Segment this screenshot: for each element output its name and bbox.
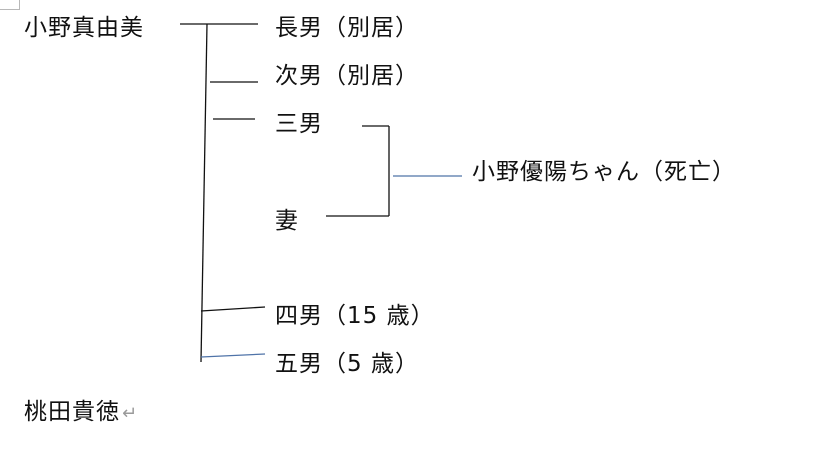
child-label: 小野優陽ちゃん（死亡） bbox=[472, 159, 736, 185]
other-person-line: 桃田貴徳↵ bbox=[24, 398, 138, 428]
branch-son5 bbox=[200, 353, 266, 358]
branch-son4 bbox=[200, 306, 266, 312]
wife-label: 妻 bbox=[275, 208, 299, 234]
son4-label: 四男（15 歳） bbox=[275, 303, 435, 329]
other-person-label: 桃田貴徳 bbox=[24, 399, 120, 425]
paragraph-return-icon: ↵ bbox=[122, 403, 139, 424]
son3-label: 三男 bbox=[275, 111, 323, 137]
page-corner-mark bbox=[0, 0, 20, 10]
son5-label: 五男（5 歳） bbox=[275, 351, 419, 377]
trunk-line bbox=[200, 23, 208, 363]
son2-label: 次男（別居） bbox=[275, 63, 419, 89]
mother-label: 小野真由美 bbox=[24, 15, 144, 41]
son1-label: 長男（別居） bbox=[275, 15, 419, 41]
